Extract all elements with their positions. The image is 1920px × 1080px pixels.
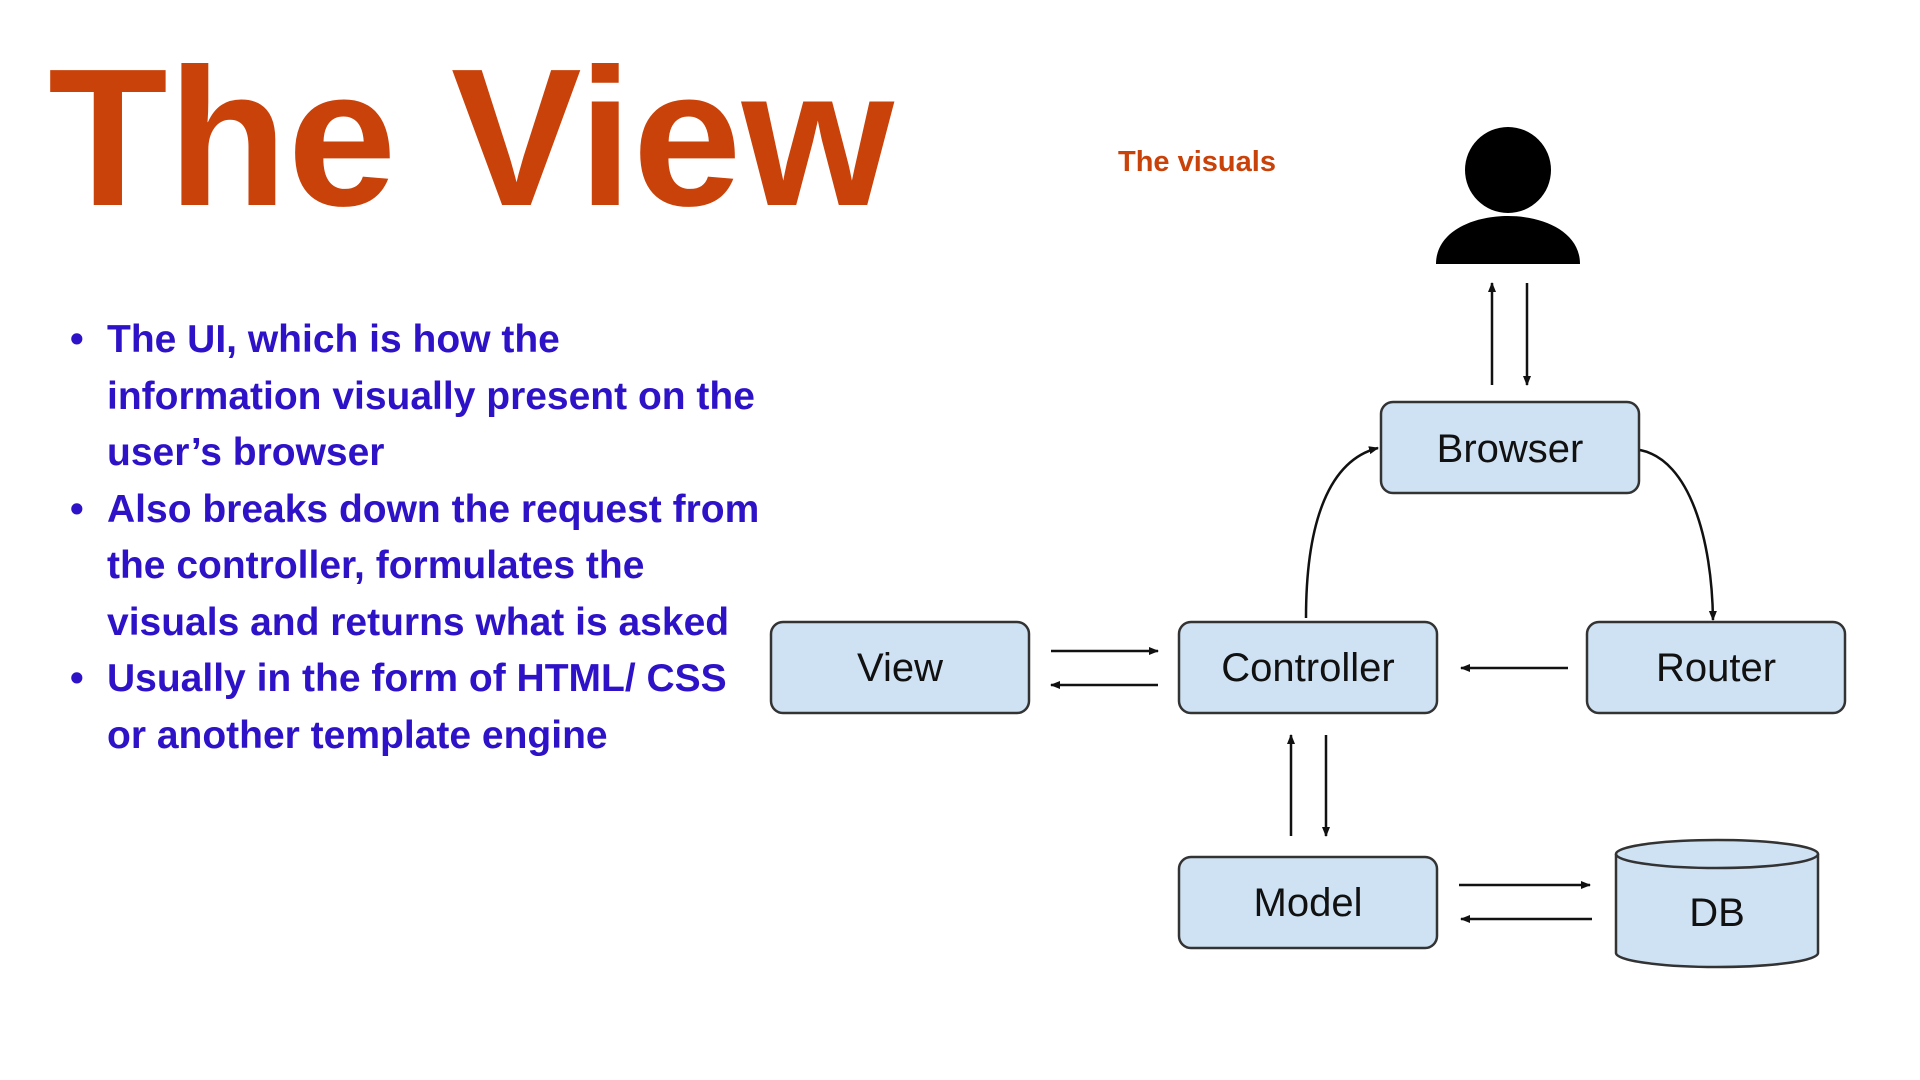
database-icon: DB: [1614, 838, 1820, 969]
arrow-browser-to-router: [1639, 448, 1717, 621]
db-label: DB: [1689, 891, 1745, 935]
model-label: Model: [1254, 881, 1363, 925]
bullet-item: • The UI, which is how the information vi…: [66, 312, 766, 482]
bullet-item: • Usually in the form of HTML/ CSS or ano…: [66, 651, 766, 764]
view-label: View: [857, 646, 943, 690]
diagram-caption: The visuals: [1118, 146, 1276, 178]
router-label: Router: [1656, 646, 1776, 690]
controller-label: Controller: [1221, 646, 1394, 690]
bullet-text: The UI, which is how the information vis…: [107, 318, 755, 474]
model-node: Model: [1177, 855, 1439, 950]
bullet-text: Also breaks down the request from the co…: [107, 487, 760, 644]
bullet-list: • The UI, which is how the information vi…: [66, 312, 766, 764]
bullet-dot: •: [70, 487, 84, 531]
bullet-dot: •: [70, 657, 84, 700]
user-icon: [1436, 127, 1580, 264]
view-node: View: [769, 620, 1031, 715]
bullet-dot: •: [70, 318, 84, 361]
slide-title: The View: [48, 28, 895, 247]
controller-node: Controller: [1177, 620, 1439, 715]
browser-label: Browser: [1437, 427, 1584, 471]
bullet-text: Usually in the form of HTML/ CSS or anot…: [107, 657, 727, 757]
arrow-controller-to-browser: [1304, 446, 1379, 619]
router-node: Router: [1585, 620, 1847, 715]
bullet-item: • Also breaks down the request from the c…: [66, 482, 766, 652]
browser-node: Browser: [1379, 400, 1641, 495]
